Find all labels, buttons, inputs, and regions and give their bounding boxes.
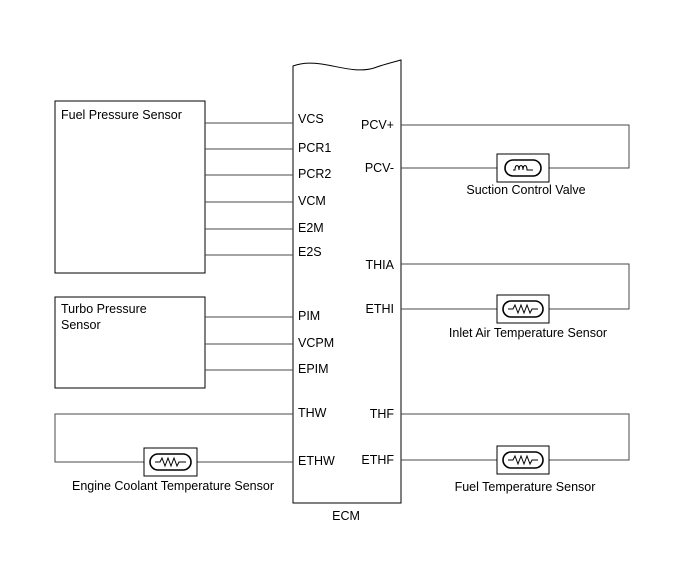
pin-vcm: VCM bbox=[298, 194, 326, 208]
inlet-air-temperature-sensor-label: Inlet Air Temperature Sensor bbox=[449, 326, 607, 340]
left-wires bbox=[54, 122, 293, 463]
suction-control-valve: Suction Control Valve bbox=[466, 153, 586, 197]
ecm-block: ECM bbox=[292, 59, 402, 523]
engine-coolant-temperature-sensor: Engine Coolant Temperature Sensor bbox=[72, 447, 274, 493]
pin-ethi: ETHI bbox=[366, 302, 394, 316]
turbo-pressure-sensor-label-line1: Turbo Pressure bbox=[61, 302, 147, 316]
ecm-label: ECM bbox=[332, 509, 360, 523]
pin-e2m: E2M bbox=[298, 221, 324, 235]
pin-pcr1: PCR1 bbox=[298, 141, 331, 155]
coil-icon bbox=[496, 153, 550, 183]
pin-vcs: VCS bbox=[298, 112, 324, 126]
engine-coolant-temperature-sensor-label: Engine Coolant Temperature Sensor bbox=[72, 479, 274, 493]
thermistor-icon bbox=[496, 445, 550, 475]
pin-thf: THF bbox=[370, 407, 395, 421]
thermistor-icon bbox=[143, 447, 198, 477]
right-wires bbox=[401, 124, 630, 461]
pin-pcv-plus: PCV+ bbox=[361, 118, 394, 132]
pin-ethw: ETHW bbox=[298, 454, 335, 468]
fuel-pressure-sensor-label: Fuel Pressure Sensor bbox=[61, 108, 182, 122]
thermistor-icon bbox=[496, 294, 550, 324]
pin-pcv-minus: PCV- bbox=[365, 161, 394, 175]
pin-vcpm: VCPM bbox=[298, 336, 334, 350]
pin-thia: THIA bbox=[366, 258, 395, 272]
suction-control-valve-label: Suction Control Valve bbox=[466, 183, 585, 197]
turbo-pressure-sensor-label-line2: Sensor bbox=[61, 318, 101, 332]
pin-pim: PIM bbox=[298, 309, 320, 323]
pin-thw: THW bbox=[298, 406, 327, 420]
turbo-pressure-sensor: Turbo Pressure Sensor bbox=[54, 296, 206, 389]
pin-ethf: ETHF bbox=[361, 453, 394, 467]
fuel-pressure-sensor: Fuel Pressure Sensor bbox=[54, 100, 206, 274]
ecm-left-pins: VCS PCR1 PCR2 VCM E2M E2S PIM VCPM EPIM … bbox=[298, 112, 335, 468]
inlet-air-temperature-sensor: Inlet Air Temperature Sensor bbox=[449, 294, 607, 340]
ecm-right-pins: PCV+ PCV- THIA ETHI THF ETHF bbox=[361, 118, 395, 467]
pin-pcr2: PCR2 bbox=[298, 167, 331, 181]
pin-epim: EPIM bbox=[298, 362, 329, 376]
pin-e2s: E2S bbox=[298, 245, 322, 259]
fuel-temperature-sensor: Fuel Temperature Sensor bbox=[455, 445, 596, 494]
fuel-temperature-sensor-label: Fuel Temperature Sensor bbox=[455, 480, 596, 494]
